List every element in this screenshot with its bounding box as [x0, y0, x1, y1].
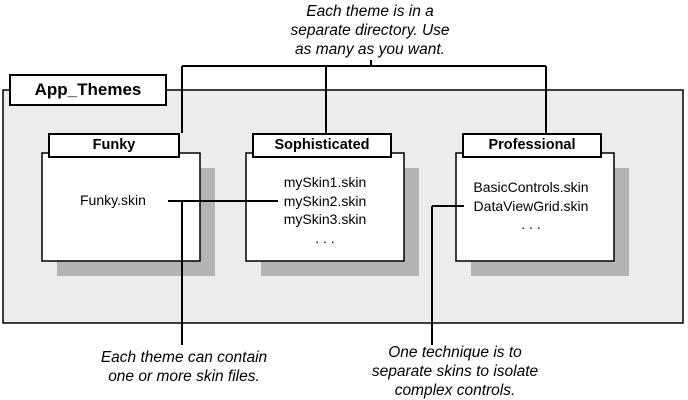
funky-folder	[41, 152, 201, 262]
professional-file-list: BasicControls.skin DataViewGrid.skin . .…	[464, 178, 598, 234]
callout-bottom-left: Each theme can contain one or more skin …	[100, 349, 268, 385]
pointer-lines	[168, 200, 464, 345]
professional-folder	[455, 152, 615, 262]
file-item: mySkin3.skin	[283, 211, 367, 227]
tab-professional: Professional	[462, 133, 602, 158]
sophisticated-title: Sophisticated	[274, 137, 370, 153]
app-themes-tab: App_Themes	[9, 74, 167, 106]
app-themes-label: App_Themes	[34, 80, 142, 99]
tab-sophisticated: Sophisticated	[252, 133, 392, 158]
funky-title: Funky	[92, 137, 136, 153]
file-item-ellipsis: . . .	[315, 229, 335, 246]
callout-bottom-right: One technique is to separate skins to is…	[371, 344, 539, 399]
file-item: mySkin2.skin	[283, 192, 367, 209]
file-item: DataViewGrid.skin	[473, 197, 589, 214]
file-item-ellipsis: . . .	[521, 216, 541, 232]
sophisticated-file-list: mySkin1.skin mySkin2.skin mySkin3.skin .…	[270, 173, 380, 247]
tab-funky: Funky	[48, 133, 180, 158]
top-bracket	[181, 60, 547, 133]
callout-top: Each theme is in a separate directory. U…	[290, 3, 450, 58]
sophisticated-folder	[245, 152, 405, 262]
file-item: BasicControls.skin	[473, 179, 589, 195]
file-item: mySkin1.skin	[283, 174, 367, 190]
funky-file-list: Funky.skin	[80, 191, 164, 210]
file-item: Funky.skin	[80, 192, 146, 208]
professional-title: Professional	[488, 137, 576, 153]
